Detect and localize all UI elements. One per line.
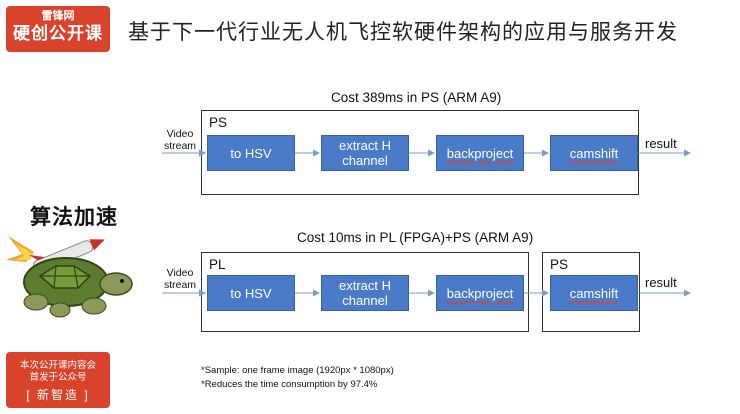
footnote-sample: *Sample: one frame image (1920px * 1080p… <box>201 365 394 376</box>
bottom-input-label-line2: stream <box>163 279 197 291</box>
top-input-label-line1: Video <box>166 128 194 140</box>
top-block-backproject-text: backproject <box>446 145 514 161</box>
bottom-block-to-hsv: to HSV <box>207 275 295 311</box>
brand-logo: 雷锋网 硬创公开课 <box>6 6 110 52</box>
bottom-result-label: result <box>645 275 677 290</box>
section-title: 算法加速 <box>30 206 118 229</box>
top-ps-label: PS <box>209 115 228 130</box>
bottom-input-label: Video stream <box>160 267 200 291</box>
bottom-block-camshift: camshift <box>550 275 638 311</box>
bottom-caption: Cost 10ms in PL (FPGA)+PS (ARM A9) <box>297 230 534 245</box>
top-block-to-hsv: to HSV <box>207 135 295 171</box>
bottom-block-backproject-text: backproject <box>446 285 514 301</box>
bottom-block-camshift-text: camshift <box>569 285 619 301</box>
top-block-to-hsv-text: to HSV <box>230 145 272 161</box>
promo-brand: [ 新智造 ] <box>26 388 90 402</box>
bottom-ps-label: PS <box>550 257 569 272</box>
top-block-camshift-text: camshift <box>569 145 619 161</box>
top-input-label: Video stream <box>160 128 200 152</box>
top-block-extract-h: extract H channel <box>321 135 409 171</box>
top-block-backproject: backproject <box>436 135 524 171</box>
footnotes: *Sample: one frame image (1920px * 1080p… <box>201 364 394 392</box>
turtle-rocket-illustration <box>6 236 133 318</box>
top-input-label-line2: stream <box>163 140 197 152</box>
bottom-block-backproject: backproject <box>436 275 524 311</box>
bottom-block-extract-h-text: extract H channel <box>338 278 391 308</box>
top-block-camshift: camshift <box>550 135 638 171</box>
promo-line-2: 首发于公众号 <box>29 372 87 383</box>
promo-line-1: 本次公开课内容会 <box>19 360 96 371</box>
slide-title: 基于下一代行业无人机飞控软硬件架构的应用与服务开发 <box>128 20 678 44</box>
logo-small-text: 雷锋网 <box>41 10 75 22</box>
bottom-input-label-line1: Video <box>166 267 194 279</box>
logo-big-text: 硬创公开课 <box>13 24 103 43</box>
bottom-block-extract-h: extract H channel <box>321 275 409 311</box>
promo-box: 本次公开课内容会 首发于公众号 [ 新智造 ] <box>6 352 110 408</box>
bottom-pl-label: PL <box>209 257 226 272</box>
top-block-extract-h-text: extract H channel <box>338 138 391 168</box>
top-caption: Cost 389ms in PS (ARM A9) <box>331 90 502 105</box>
top-result-label: result <box>645 136 677 151</box>
footnote-reduction: *Reduces the time consumption by 97.4% <box>201 379 378 390</box>
bottom-block-to-hsv-text: to HSV <box>230 285 272 301</box>
